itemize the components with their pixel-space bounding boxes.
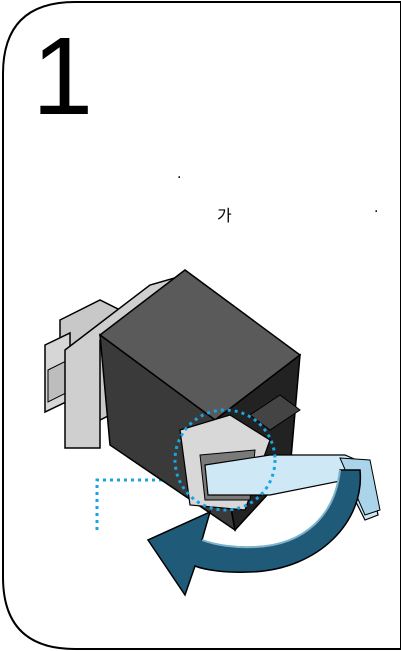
pull-arrow: [146, 469, 362, 597]
highlight-circle: [173, 408, 277, 512]
guide-dotted-line: [95, 478, 185, 530]
instruction-line-2-end: .: [374, 200, 379, 216]
instruction-line-1: .: [177, 166, 182, 182]
step-number: 1: [32, 15, 94, 138]
instruction-line-2-word: 가: [217, 206, 232, 225]
